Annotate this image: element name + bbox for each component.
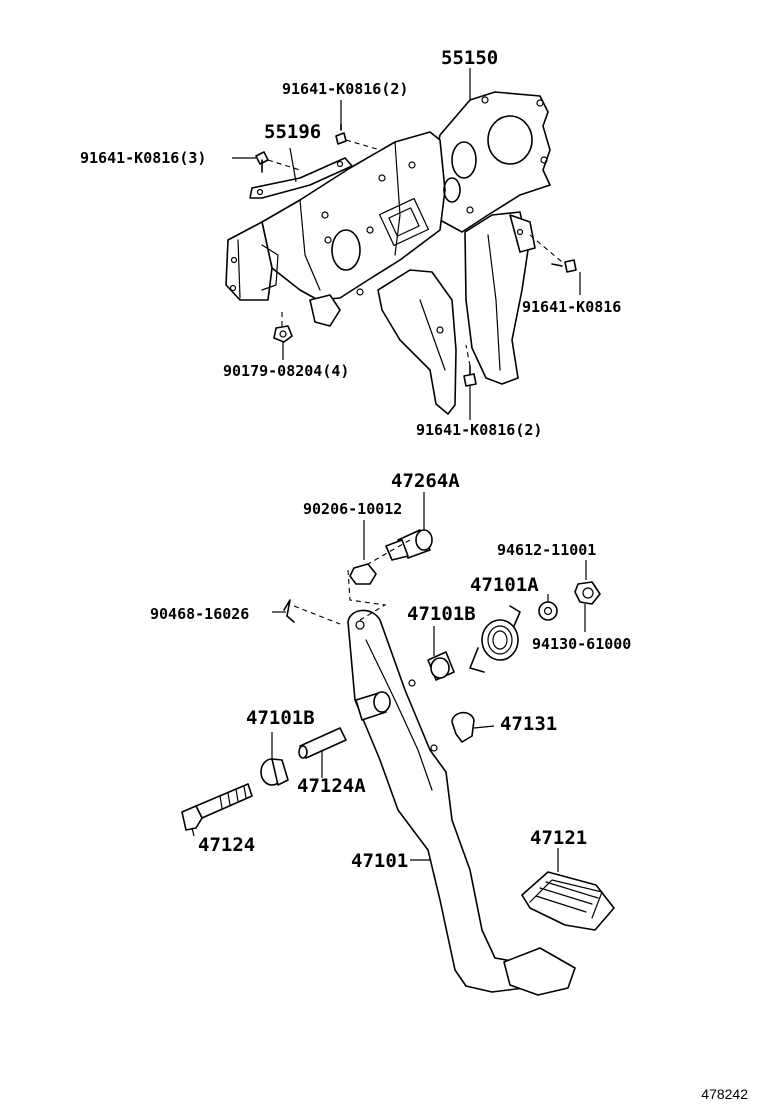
spring-47101A: [469, 605, 521, 673]
clip-90468: [283, 599, 295, 623]
callout-91641-left: 91641-K0816(3): [80, 149, 207, 167]
callout-94130: 94130-61000: [532, 635, 632, 653]
sleeve-47124A: [298, 727, 347, 759]
callout-47264A: 47264A: [391, 470, 460, 492]
callout-47101A: 47101A: [470, 574, 539, 596]
callout-90468: 90468-16026: [150, 605, 250, 623]
callout-90206: 90206-10012: [303, 500, 403, 518]
bolt-90206: [385, 529, 433, 561]
bolt-91641-bottom: [463, 365, 477, 387]
pedal-pad-47121: [521, 871, 615, 931]
nut-90179: [273, 325, 293, 343]
callout-94612: 94612-11001: [497, 541, 597, 559]
washer-94612: [538, 601, 558, 621]
bushing-47101B-left: [260, 758, 289, 786]
pedal-support-bracket: [225, 91, 551, 415]
callout-90179: 90179-08204(4): [223, 362, 350, 380]
callout-91641-bottom: 91641-K0816(2): [416, 421, 543, 439]
callout-47124: 47124: [198, 834, 256, 856]
bolt-47124: [181, 783, 253, 831]
callout-55150: 55150: [441, 47, 499, 69]
callout-47101B-left: 47101B: [246, 707, 315, 729]
bushing-47101B-on-arm: [355, 691, 391, 721]
callout-91641-right: 91641-K0816: [522, 298, 622, 316]
callout-47121: 47121: [530, 827, 588, 849]
pedal-arm: [347, 609, 576, 996]
callout-91641-top: 91641-K0816(2): [282, 80, 409, 98]
nut-47264A: [349, 563, 377, 585]
callout-47101: 47101: [351, 850, 409, 872]
collar-47101B: [427, 651, 455, 681]
bolt-91641-left: [255, 151, 269, 173]
nut-94130: [574, 581, 601, 605]
stopper-47131: [451, 711, 475, 743]
callout-47131: 47131: [500, 713, 558, 735]
callout-47101B-top: 47101B: [407, 603, 476, 625]
callout-55196: 55196: [264, 121, 322, 143]
callout-47124A: 47124A: [297, 775, 366, 797]
figure-id: 478242: [701, 1086, 748, 1102]
bolt-91641-right: [551, 259, 577, 273]
